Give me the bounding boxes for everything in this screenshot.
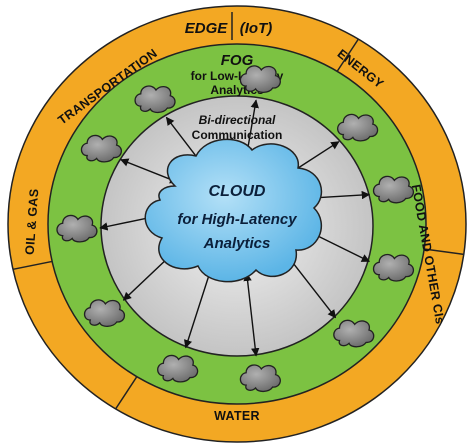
fog-node-clouds [56,65,415,393]
double-headed-arrow-icon [120,158,179,184]
double-headed-arrow-icon [183,268,213,349]
small-gray-cloud-icon [80,134,122,163]
sector-divider [336,38,359,72]
fog-title: FOG [221,52,254,69]
small-gray-cloud-icon [333,319,375,348]
small-gray-cloud-icon [157,354,199,383]
sector-label-oil-and-gas: OIL & GAS [23,188,42,255]
cloud-title: CLOUD [209,183,266,200]
double-headed-arrow-icon [243,272,260,357]
sector-divider [424,248,464,256]
small-gray-cloud-icon [337,113,379,142]
iot-label: (IoT) [240,20,272,37]
comm-label-line2: Communication [192,128,283,142]
edge-title: EDGE [185,20,229,37]
small-gray-cloud-icon [239,65,281,94]
small-gray-cloud-icon [372,253,415,282]
small-gray-cloud-icon [83,299,126,327]
edge-title-box: EDGE (IoT) [185,12,272,40]
cloud-subtitle-2: Analytics [203,235,271,252]
large-blue-cloud-icon [144,138,323,283]
cloud-subtitle: for High-Latency [177,211,297,228]
sector-divider [115,376,138,410]
sector-label-water: WATER [214,409,260,423]
small-gray-cloud-icon [56,214,98,243]
small-gray-cloud-icon [134,85,176,114]
double-headed-arrow-icon [286,255,337,319]
small-gray-cloud-icon [239,364,281,393]
small-gray-cloud-icon [372,175,415,204]
edge-sector-dividers [12,38,464,410]
sector-divider [12,260,53,271]
comm-label-line1: Bi-directional [199,113,276,127]
